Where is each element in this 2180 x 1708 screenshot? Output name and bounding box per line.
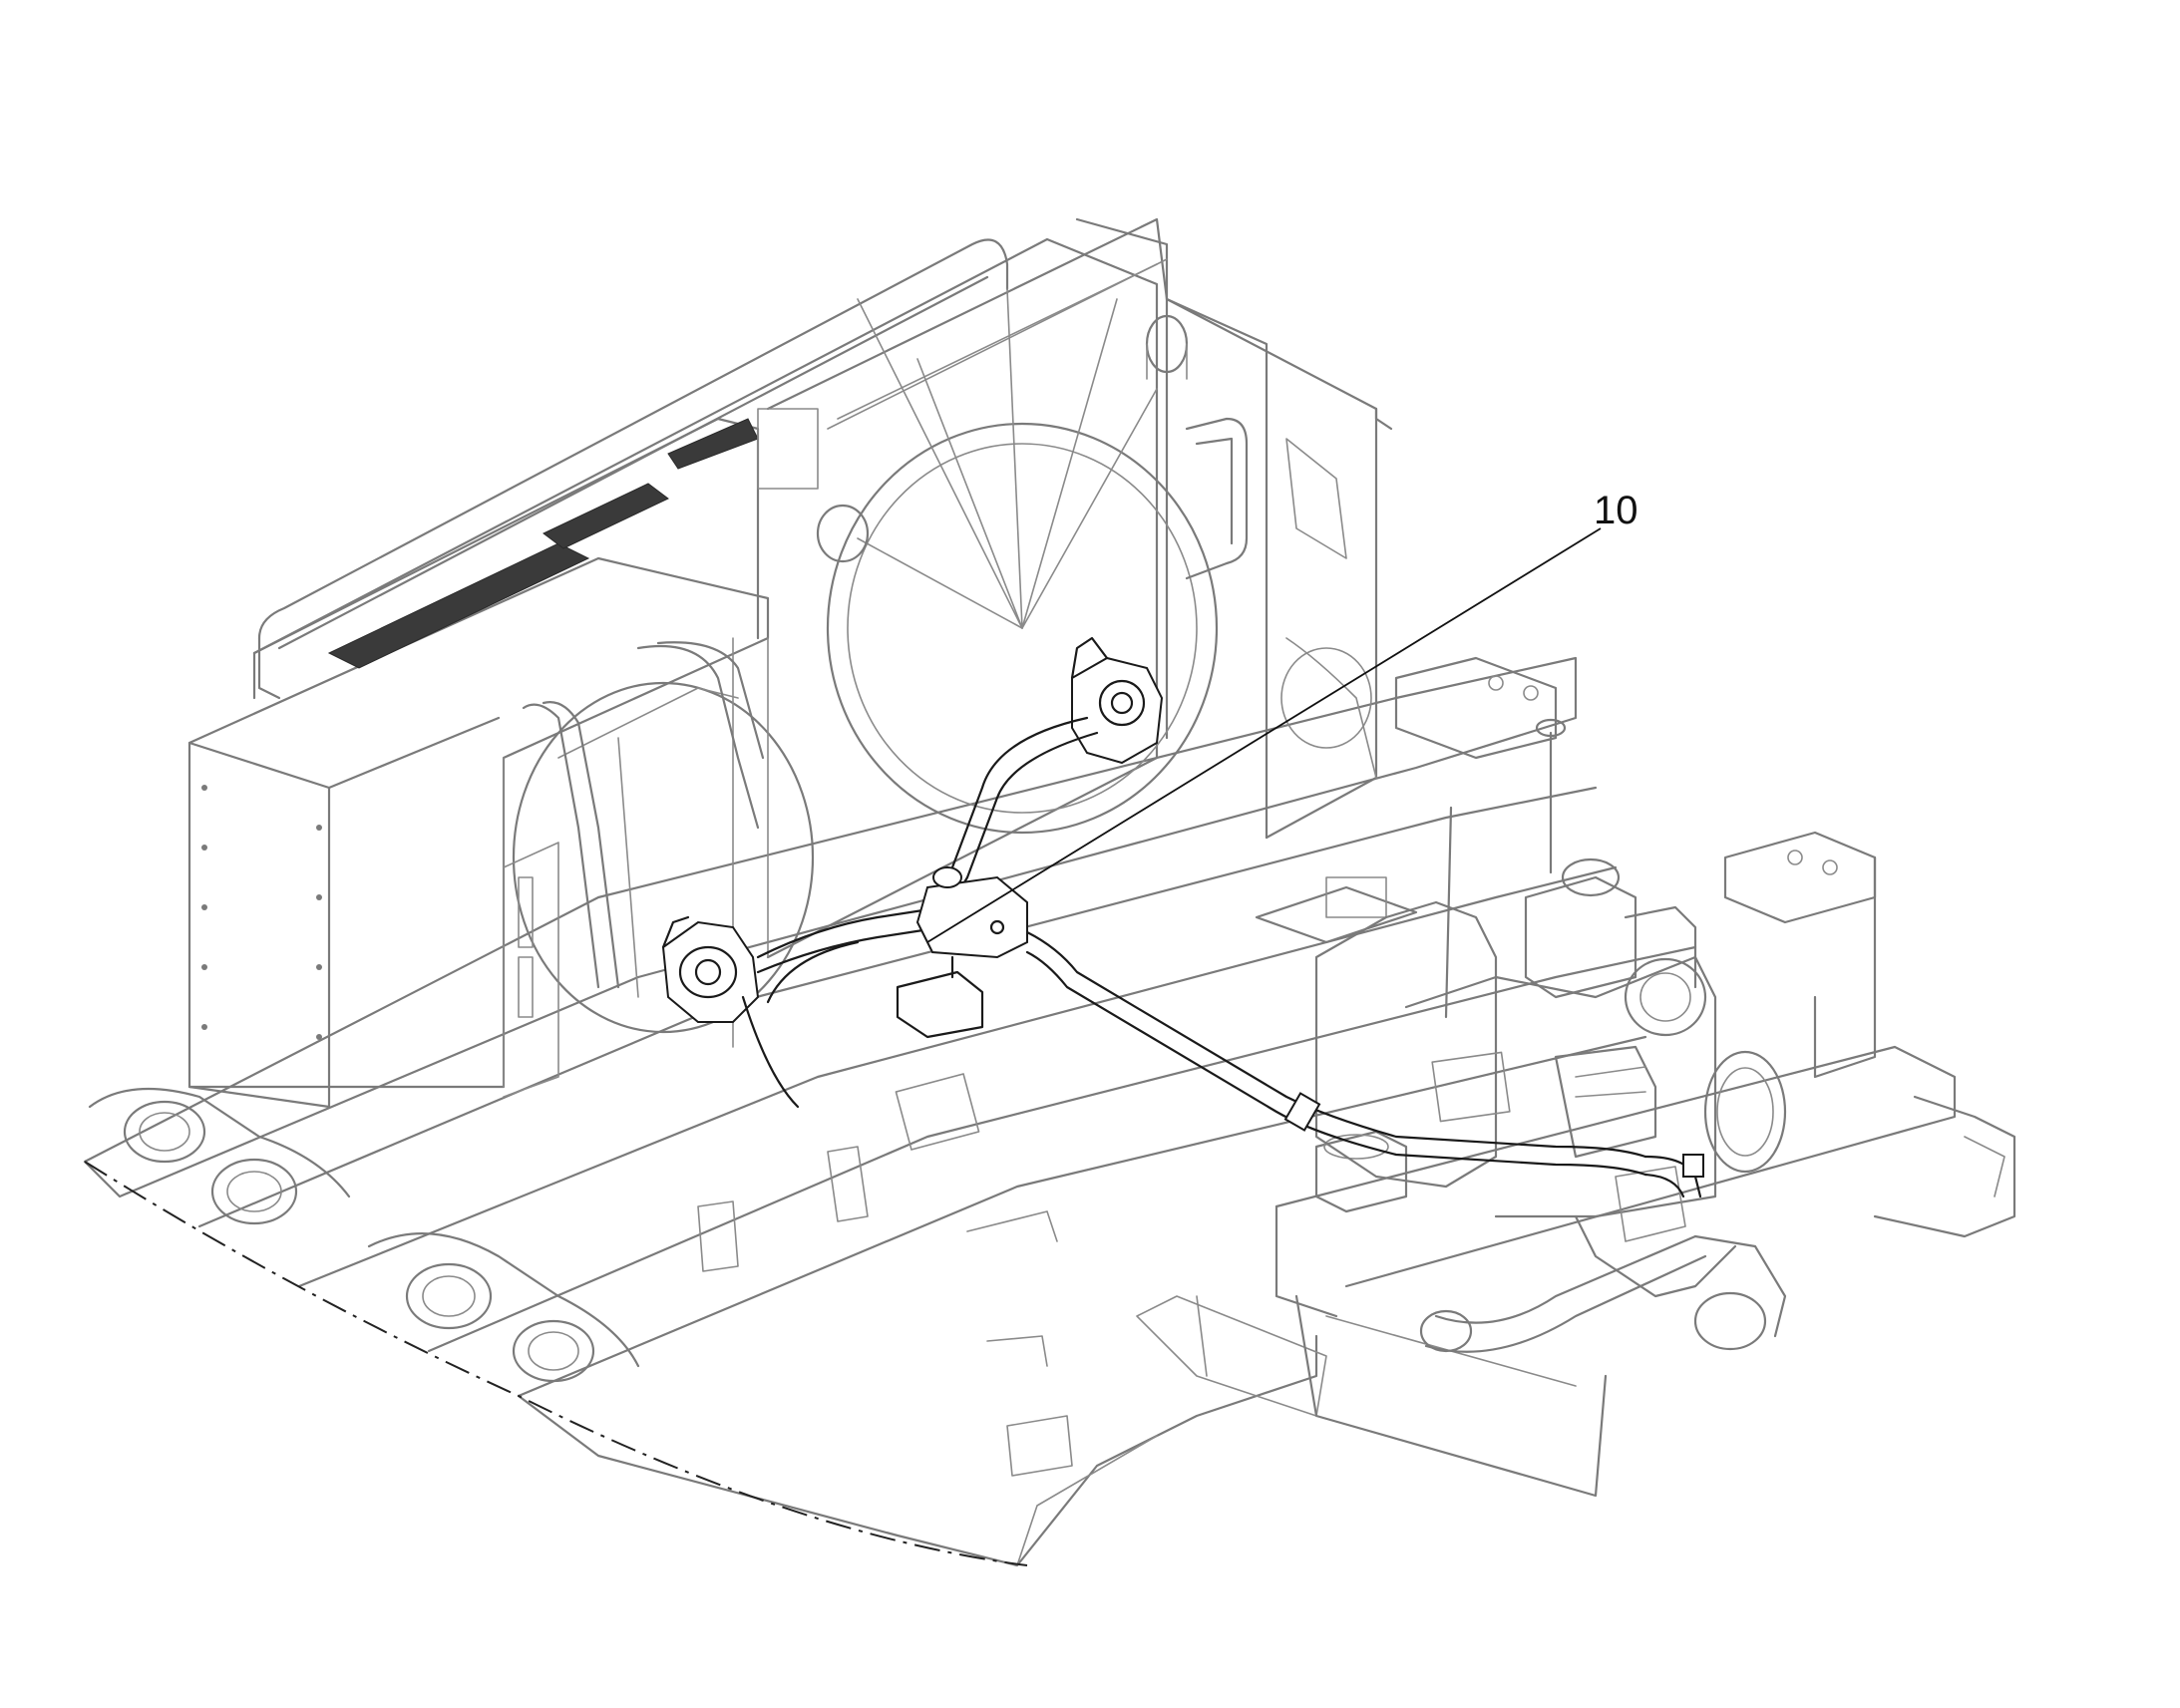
fan-spokes xyxy=(857,288,1158,629)
right-cooler-module xyxy=(757,217,1393,840)
center-cooler-module xyxy=(252,217,1169,959)
lower-fan-motor xyxy=(661,915,760,1023)
cooler-tubes xyxy=(522,641,765,989)
frame-lugs xyxy=(88,1087,640,1383)
break-line xyxy=(84,1161,1028,1566)
frame-details xyxy=(697,1073,1327,1477)
left-cooler-module xyxy=(187,556,815,1109)
grille-mesh xyxy=(327,418,759,669)
engine-mounts xyxy=(1255,876,1418,1213)
callout-10: 10 xyxy=(926,489,1638,943)
callout-leader-line xyxy=(926,527,1602,943)
rear-cross-member xyxy=(1274,656,2016,1498)
hydraulic-pump-assembly xyxy=(1314,718,1787,1353)
hydraulic-hoses xyxy=(661,636,1704,1198)
callout-label: 10 xyxy=(1594,489,1638,532)
upper-fan-motor xyxy=(1070,636,1164,765)
lower-frame xyxy=(83,656,2016,1567)
